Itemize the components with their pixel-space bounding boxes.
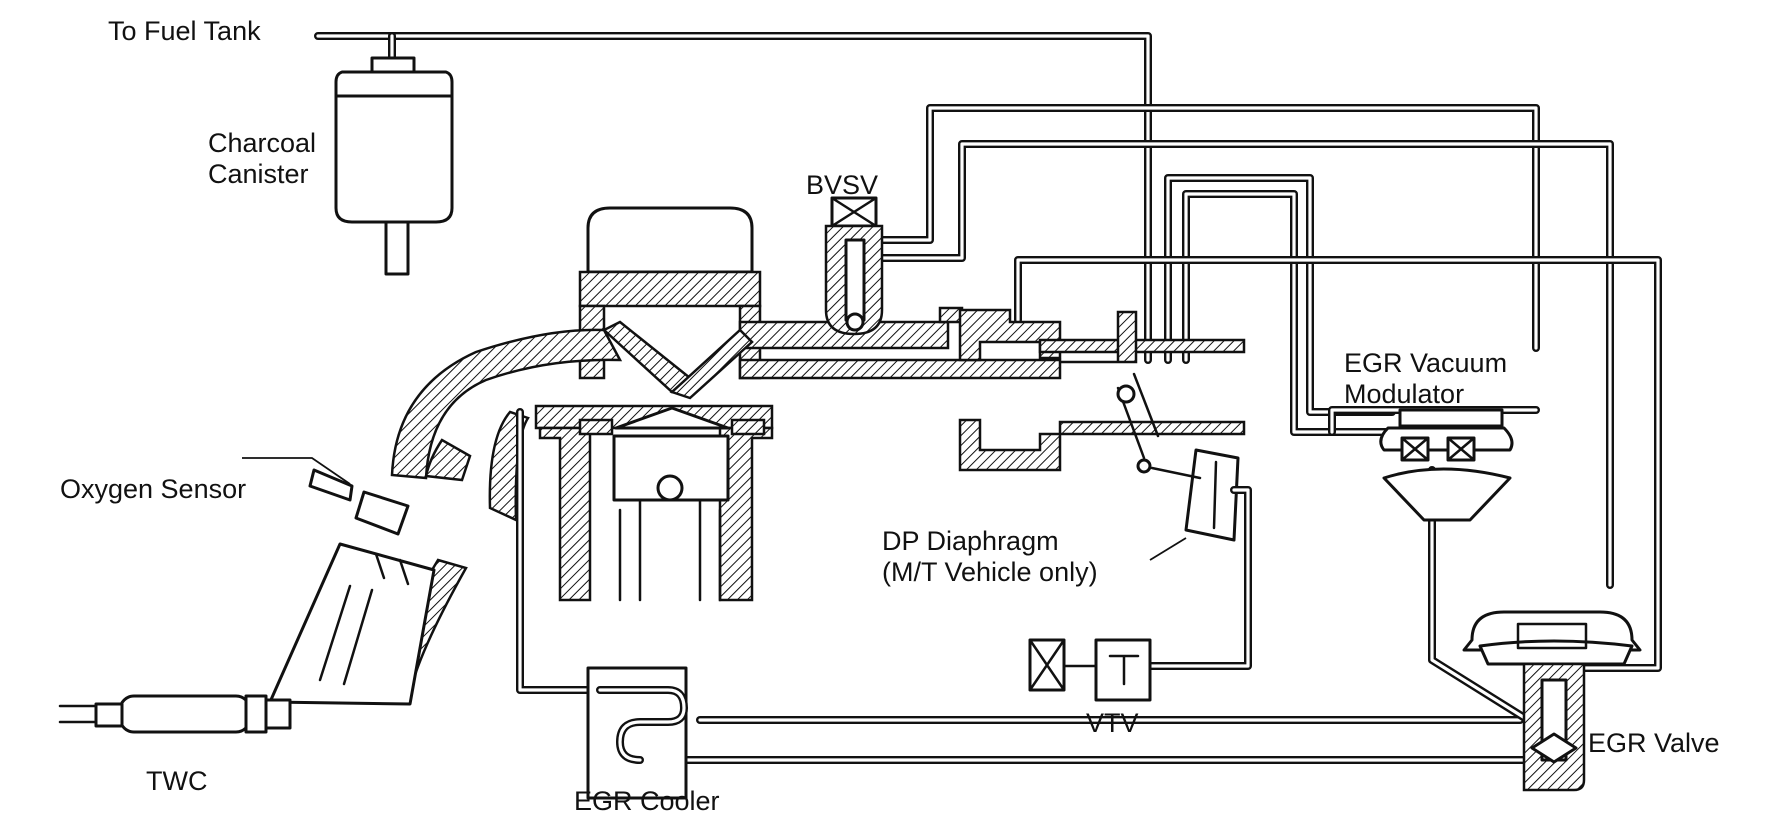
engine-block <box>534 404 774 602</box>
label-egr-cooler: EGR Cooler <box>574 786 720 816</box>
egr-cooler <box>586 666 688 800</box>
label-dp-diaphragm-line1: DP Diaphragm <box>882 526 1059 556</box>
air-cleaner <box>578 206 762 308</box>
label-dp-diaphragm-line2: (M/T Vehicle only) <box>882 557 1098 587</box>
fuel-tank-line <box>314 32 1152 364</box>
label-charcoal-canister: Charcoal Canister <box>208 128 316 190</box>
label-egr-vacuum-modulator-line2: Modulator <box>1344 379 1465 409</box>
label-charcoal-canister-line1: Charcoal <box>208 128 317 158</box>
dp-diaphragm <box>1116 372 1252 670</box>
label-charcoal-canister-line2: Canister <box>208 159 309 189</box>
label-dp-diaphragm: DP Diaphragm (M/T Vehicle only) <box>882 526 1098 588</box>
egr-vacuum-modulator <box>1379 408 1514 522</box>
label-egr-vacuum-modulator: EGR Vacuum Modulator <box>1344 348 1507 410</box>
catalytic-converter <box>58 542 436 734</box>
label-egr-vacuum-modulator-line1: EGR Vacuum <box>1344 348 1508 378</box>
label-bvsv: BVSV <box>806 170 879 200</box>
label-twc: TWC <box>146 766 208 796</box>
vtv <box>1028 638 1152 702</box>
label-to-fuel-tank: To Fuel Tank <box>108 16 261 46</box>
egr-valve <box>1462 610 1642 792</box>
charcoal-canister <box>334 56 454 276</box>
label-vtv: VTV <box>1086 708 1139 738</box>
label-egr-valve: EGR Valve <box>1588 728 1720 758</box>
bvsv <box>824 196 884 336</box>
oxygen-sensor <box>242 457 410 536</box>
label-oxygen-sensor: Oxygen Sensor <box>60 474 247 504</box>
